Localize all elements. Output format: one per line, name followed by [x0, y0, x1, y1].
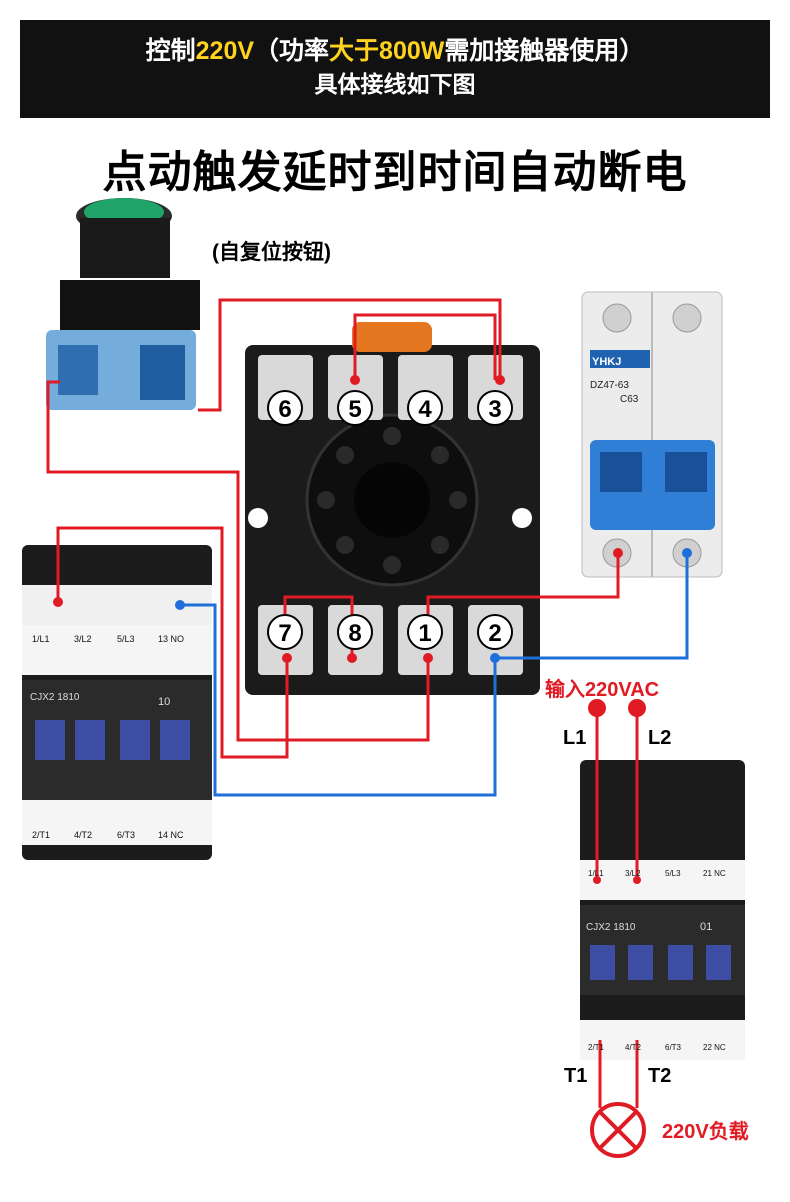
t2-label: T2	[648, 1065, 672, 1087]
terminal-1: 1	[418, 620, 431, 647]
header-line-2: 具体接线如下图	[314, 71, 476, 97]
left-top-label-1: 1/L1	[32, 634, 50, 644]
terminal-5: 5	[348, 396, 361, 423]
relay-terminals-top: 6 5 4 3	[267, 390, 513, 426]
right-bottom-label-4: 22 NC	[703, 1043, 726, 1052]
wire-dots	[53, 375, 692, 884]
header-banner: 控制220V（功率大于800W需加接触器使用） 具体接线如下图	[20, 20, 770, 118]
relay-terminals-bottom: 7 8 1 2	[267, 614, 513, 650]
red-wires	[46, 298, 639, 1108]
blue-wires	[180, 553, 689, 797]
breaker-brand: YHKJ	[592, 356, 621, 368]
left-bottom-label-2: 4/T2	[74, 830, 92, 840]
right-top-label-3: 5/L3	[665, 869, 681, 878]
left-bottom-label-3: 6/T3	[117, 830, 135, 840]
breaker-rating: C63	[620, 394, 639, 405]
contactor-left	[22, 545, 212, 860]
right-model: CJX2 1810	[586, 922, 636, 933]
right-bottom-label-3: 6/T3	[665, 1043, 682, 1052]
page-title: 点动触发延时到时间自动断电	[102, 148, 688, 197]
right-side-number: 01	[700, 921, 712, 933]
left-side-number: 10	[158, 696, 170, 708]
breaker-model: DZ47-63	[590, 380, 629, 391]
circuit-breaker	[581, 291, 723, 578]
terminal-8: 8	[348, 620, 361, 647]
right-top-label-2: 3/L2	[625, 869, 641, 878]
left-bottom-label-1: 2/T1	[32, 830, 50, 840]
terminal-7: 7	[278, 620, 291, 647]
load-lamp-icon	[590, 1102, 646, 1158]
load-label: 220V负载	[662, 1121, 749, 1143]
left-top-label-3: 5/L3	[117, 634, 135, 644]
left-model: CJX2 1810	[30, 692, 80, 703]
contactor-right	[580, 760, 745, 1060]
right-bottom-label-1: 2/T1	[588, 1043, 605, 1052]
terminal-3: 3	[488, 396, 501, 423]
left-top-label-4: 13 NO	[158, 634, 184, 644]
terminal-6: 6	[278, 396, 291, 423]
right-bottom-label-2: 4/T2	[625, 1043, 642, 1052]
left-bottom-label-4: 14 NC	[158, 830, 184, 840]
l2-label: L2	[648, 727, 672, 749]
left-top-label-2: 3/L2	[74, 634, 92, 644]
right-top-label-1: 1/L1	[588, 869, 604, 878]
terminal-4: 4	[418, 396, 432, 423]
l1-label: L1	[563, 727, 587, 749]
push-button-icon	[46, 198, 200, 410]
terminal-2: 2	[488, 620, 501, 647]
button-caption: (自复位按钮)	[212, 241, 331, 264]
input-label: 输入220VAC	[545, 679, 660, 701]
header-line-1: 控制220V（功率大于800W需加接触器使用）	[145, 37, 645, 65]
t1-label: T1	[564, 1065, 588, 1087]
right-top-label-4: 21 NC	[703, 869, 726, 878]
